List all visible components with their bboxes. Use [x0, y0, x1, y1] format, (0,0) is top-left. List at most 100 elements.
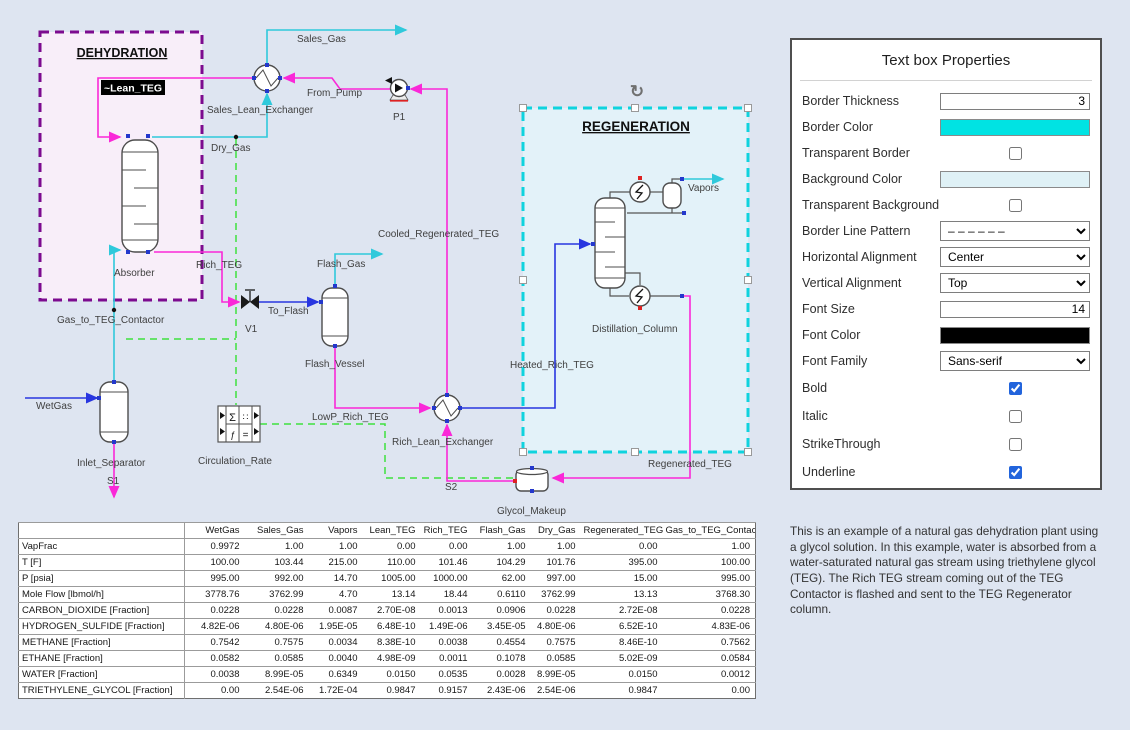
cell: 0.7575	[244, 634, 309, 651]
cell: 4.83E-06	[662, 618, 756, 635]
cell: 0.00	[362, 538, 421, 555]
prop-label-vertical-alignment: Vertical Alignment	[802, 276, 902, 290]
prop-font-size-input[interactable]	[940, 300, 1090, 318]
prop-transparent-border-checkbox[interactable]	[1008, 146, 1022, 160]
stream-flash-gas[interactable]	[334, 248, 384, 287]
prop-row-background-color: Background Color	[792, 166, 1100, 192]
cell: 0.7562	[662, 634, 756, 651]
lean-teg-textbox[interactable]: ~Lean_TEG	[101, 80, 165, 95]
cell: 0.4554	[472, 634, 531, 651]
cell: 2.72E-08	[580, 602, 663, 619]
signal-lines[interactable]	[126, 139, 513, 479]
regeneration-group-box[interactable]: REGENERATION	[521, 106, 750, 454]
column-header-regenerated-teg: Regenerated_TEG	[580, 522, 663, 539]
stream-s2[interactable]	[441, 423, 514, 482]
prop-background-color-swatch[interactable]	[940, 170, 1090, 188]
prop-horizontal-alignment-select[interactable]: Center	[940, 247, 1090, 267]
reboiler[interactable]	[629, 285, 684, 310]
distillation-column[interactable]	[591, 197, 626, 289]
stream-lowp-rich-teg[interactable]	[334, 346, 432, 414]
cell: 2.54E-06	[530, 682, 581, 699]
from-pump-label: From_Pump	[307, 88, 362, 99]
prop-border-line-pattern-select[interactable]: – – – – – –	[940, 221, 1090, 241]
prop-font-family-select[interactable]: Sans-serif	[940, 351, 1090, 371]
circulation-rate-calculator[interactable]: Σ ∷ ƒ =	[217, 405, 261, 443]
prop-label-background-color: Background Color	[802, 172, 903, 186]
stream-from-pump[interactable]	[282, 72, 390, 90]
selection-handles[interactable]: ↻	[519, 82, 752, 456]
prop-bold-checkbox[interactable]	[1008, 381, 1022, 395]
cell: 0.0585	[530, 650, 581, 667]
prop-font-color-swatch[interactable]	[940, 326, 1090, 344]
cell: 1000.00	[420, 570, 473, 587]
cell: 4.70	[308, 586, 363, 603]
cell: 1.00	[244, 538, 309, 555]
cell: 4.82E-06	[184, 618, 245, 635]
stream-sales-gas[interactable]	[266, 24, 408, 64]
cell: 0.0585	[244, 650, 309, 667]
signal-calculator-to-makeup	[260, 423, 513, 479]
cell: 0.0582	[184, 650, 245, 667]
prop-row-border-line-pattern: Border Line Pattern– – – – – –	[792, 218, 1100, 244]
prop-label-border-thickness: Border Thickness	[802, 94, 900, 108]
inlet-separator[interactable]	[97, 380, 129, 444]
p1-label: P1	[393, 112, 406, 123]
stream-dry-gas[interactable]	[152, 92, 273, 138]
cell: 13.14	[362, 586, 421, 603]
stream-gas-to-teg-contactor[interactable]	[108, 244, 122, 382]
condenser[interactable]	[629, 176, 651, 203]
cooled-regenerated-teg-label: Cooled_Regenerated_TEG	[378, 229, 499, 240]
stream-heated-rich-teg[interactable]	[461, 238, 592, 409]
prop-row-strikethrough: StrikeThrough	[792, 430, 1100, 458]
cell: 215.00	[308, 554, 363, 571]
glycol-makeup-tank[interactable]	[513, 466, 549, 493]
cell: 0.00	[184, 682, 245, 699]
panel-divider	[800, 80, 1092, 81]
cell: 8.99E-05	[244, 666, 309, 683]
pump-p1[interactable]	[385, 77, 410, 102]
prop-strikethrough-checkbox[interactable]	[1008, 437, 1022, 451]
prop-underline-checkbox[interactable]	[1008, 465, 1022, 479]
rotate-handle-icon[interactable]: ↻	[630, 82, 644, 101]
stream-lean-teg[interactable]	[97, 77, 253, 143]
cell: 0.0150	[580, 666, 663, 683]
cell: 0.0011	[420, 650, 473, 667]
cell: 0.0038	[184, 666, 245, 683]
prop-border-color-swatch[interactable]	[940, 118, 1090, 136]
cell: 0.9972	[184, 538, 245, 555]
column-header-gas-to-teg-contactor: Gas_to_TEG_Contactor	[662, 522, 756, 539]
heated-rich-teg-label: Heated_Rich_TEG	[510, 360, 594, 371]
cell: 0.6110	[472, 586, 531, 603]
reflux-drum[interactable]	[662, 177, 686, 215]
prop-row-transparent-background: Transparent Background	[792, 192, 1100, 218]
flowsheet-canvas[interactable]: DEHYDRATION REGENERATION	[0, 0, 780, 518]
flash-vessel[interactable]	[319, 284, 349, 348]
valve-v1[interactable]	[241, 289, 259, 309]
textbox-properties-panel: Text box Properties Border ThicknessBord…	[790, 38, 1102, 490]
stream-cooled-regenerated-teg[interactable]	[409, 83, 448, 394]
sales-lean-exchanger[interactable]	[252, 63, 282, 93]
rich-lean-exchanger[interactable]	[432, 393, 462, 423]
stream-rich-teg[interactable]	[154, 251, 241, 308]
cell: 3768.30	[662, 586, 756, 603]
stream-regenerated-teg[interactable]	[551, 295, 691, 484]
prop-italic-checkbox[interactable]	[1008, 409, 1022, 423]
inlet-separator-label: Inlet_Separator	[77, 458, 146, 469]
prop-label-horizontal-alignment: Horizontal Alignment	[802, 250, 917, 264]
s1-label: S1	[107, 476, 120, 487]
prop-transparent-background-checkbox[interactable]	[1008, 198, 1022, 212]
prop-row-font-color: Font Color	[792, 322, 1100, 348]
sum-icon: Σ	[229, 412, 236, 424]
to-flash-label: To_Flash	[268, 306, 309, 317]
cell: 103.44	[244, 554, 309, 571]
prop-border-thickness-input[interactable]	[940, 92, 1090, 110]
cell: 62.00	[472, 570, 531, 587]
prop-vertical-alignment-select[interactable]: Top	[940, 273, 1090, 293]
dehydration-group-box[interactable]: DEHYDRATION	[38, 30, 204, 302]
cell: 0.9157	[420, 682, 473, 699]
absorber[interactable]	[121, 134, 159, 254]
